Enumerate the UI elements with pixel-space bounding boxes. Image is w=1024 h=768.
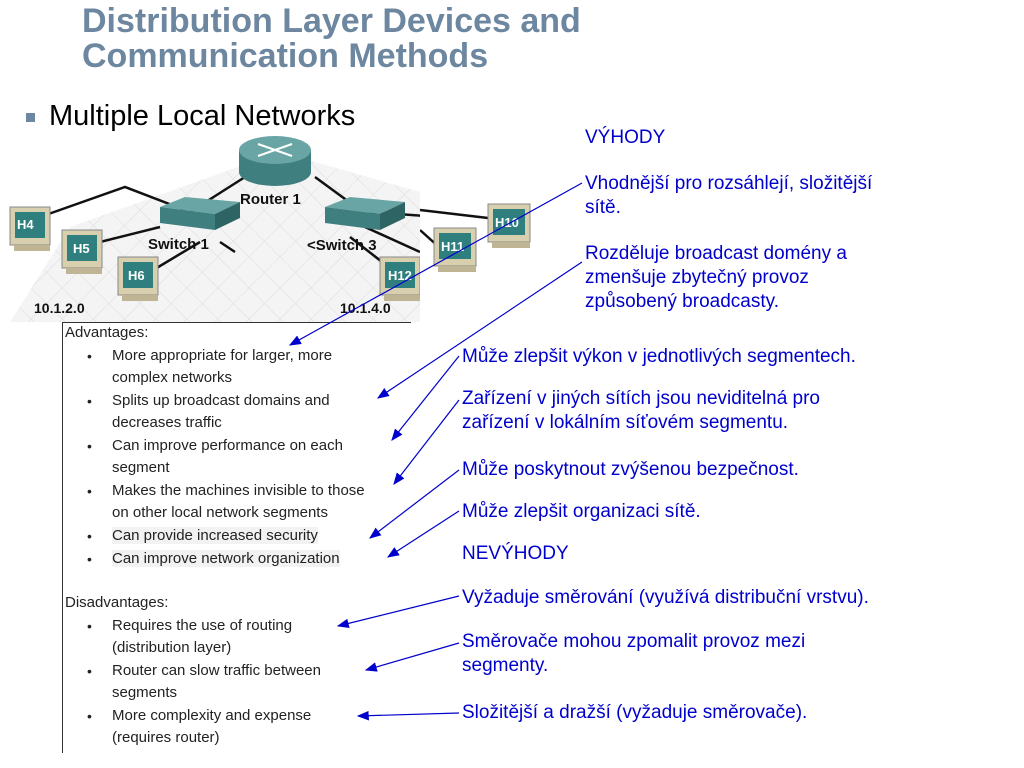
disadvantages-header: Disadvantages: <box>65 594 169 611</box>
czech-disadvantage-2: Směrovače mohou zpomalit provoz mezi seg… <box>462 630 805 678</box>
host-h10-label: H10 <box>495 215 519 230</box>
czech-advantage-5: Může poskytnout zvýšenou bezpečnost. <box>462 459 799 480</box>
advantage-line: Can improve performance on each <box>112 437 343 454</box>
bullet-dot-icon: • <box>87 438 92 454</box>
advantages-panel: Advantages: • More appropriate for large… <box>62 322 411 753</box>
czech-line: zařízení v lokálním síťovém segmentu. <box>462 412 789 433</box>
czech-advantage-4: Zařízení v jiných sítích jsou neviditeln… <box>462 387 820 435</box>
bullet-dot-icon: • <box>87 663 92 679</box>
arrow-advantage-1 <box>288 182 583 346</box>
bullet-dot-icon: • <box>87 708 92 724</box>
switch-3-label: <Switch 3 <box>307 237 377 254</box>
czech-advantage-6: Může zlepšit organizaci sítě. <box>462 501 701 522</box>
bullet-text: Multiple Local Networks <box>49 100 356 132</box>
host-h4-label: H4 <box>17 217 34 232</box>
advantage-line: Makes the machines invisible to those <box>112 482 365 499</box>
bullet-point: Multiple Local Networks <box>26 100 355 133</box>
advantage-line: segment <box>112 459 170 476</box>
computer-h4-icon <box>9 206 51 251</box>
arrow-advantage-3 <box>391 355 460 441</box>
czech-advantage-1: Vhodnější pro rozsáhlejí, složitější sít… <box>585 172 872 220</box>
czech-line: Zařízení v jiných sítích jsou neviditeln… <box>462 388 821 409</box>
arrow-advantage-2 <box>377 261 583 399</box>
czech-line: zmenšuje zbytečný provoz <box>585 267 809 288</box>
bullet-dot-icon: • <box>87 393 92 409</box>
arrow-disadvantage-3 <box>356 710 460 721</box>
square-bullet-icon <box>26 113 35 122</box>
czech-disadvantage-3: Složitější a dražší (vyžaduje směrovače)… <box>462 702 808 723</box>
czech-line: Rozděluje broadcast domény a <box>585 243 847 264</box>
arrow-advantage-4 <box>393 399 460 485</box>
arrow-advantage-5 <box>369 469 460 539</box>
computer-h6-icon <box>117 256 159 301</box>
advantage-line: Can provide increased security <box>112 527 318 544</box>
advantage-line: on other local network segments <box>112 504 328 521</box>
router-label: Router 1 <box>240 191 301 208</box>
czech-line: způsobený broadcasty. <box>585 291 779 312</box>
switch-icon <box>325 197 405 230</box>
subnet-left-label: 10.1.2.0 <box>34 300 85 316</box>
subnet-right-label: 10.1.4.0 <box>340 300 391 316</box>
host-h5-label: H5 <box>73 241 90 256</box>
disadvantage-line: Requires the use of routing <box>112 617 293 634</box>
advantage-line: Can improve network organization <box>112 550 340 567</box>
advantage-line: More appropriate for larger, more <box>112 347 333 364</box>
arrow-disadvantage-1 <box>336 595 460 629</box>
bullet-dot-icon: • <box>87 483 92 499</box>
host-h12-label: H12 <box>388 268 412 283</box>
arrow-disadvantage-2 <box>364 642 460 672</box>
bullet-dot-icon: • <box>87 528 92 544</box>
czech-line: Vhodnější pro rozsáhlejí, složitější <box>585 173 873 194</box>
czech-nevyhody-heading: NEVÝHODY <box>462 543 569 564</box>
switch-1-label: Switch 1 <box>148 236 209 253</box>
czech-vyhody-heading: VÝHODY <box>585 127 666 148</box>
host-h11-label: H11 <box>441 239 464 254</box>
bullet-dot-icon: • <box>87 348 92 364</box>
router-icon <box>239 136 311 186</box>
czech-line: segmenty. <box>462 655 549 676</box>
disadvantage-line: More complexity and expense <box>112 707 312 724</box>
bullet-dot-icon: • <box>87 551 92 567</box>
advantage-line: decreases traffic <box>112 414 222 431</box>
title-line-1: Distribution Layer Devices and <box>82 2 581 40</box>
czech-line: Směrovače mohou zpomalit provoz mezi <box>462 631 806 652</box>
host-h6-label: H6 <box>128 268 145 283</box>
czech-advantage-2: Rozděluje broadcast domény a zmenšuje zb… <box>585 242 847 314</box>
arrow-advantage-6 <box>386 510 460 558</box>
network-diagram: Router 1 Switch 1 <Switch 3 H4 H5 H6 <box>9 136 420 322</box>
disadvantage-line: (requires router) <box>112 729 220 746</box>
computer-h5-icon <box>61 229 103 274</box>
switch-icon <box>160 197 240 230</box>
disadvantage-line: Router can slow traffic between <box>112 662 321 679</box>
czech-advantage-3: Může zlepšit výkon v jednotlivých segmen… <box>462 346 856 367</box>
title-line-2: Communication Methods <box>82 37 489 75</box>
computer-h11-icon <box>433 227 477 272</box>
floor-grid <box>10 152 420 322</box>
advantage-line: complex networks <box>112 369 233 386</box>
czech-disadvantage-1: Vyžaduje směrování (využívá distribuční … <box>462 587 869 608</box>
slide-title: Distribution Layer Devices and Communica… <box>82 4 782 74</box>
disadvantage-line: (distribution layer) <box>112 639 232 656</box>
disadvantage-line: segments <box>112 684 178 701</box>
czech-line: sítě. <box>585 197 621 218</box>
advantage-line: Splits up broadcast domains and <box>112 392 330 409</box>
advantages-header: Advantages: <box>65 324 149 341</box>
bullet-dot-icon: • <box>87 618 92 634</box>
